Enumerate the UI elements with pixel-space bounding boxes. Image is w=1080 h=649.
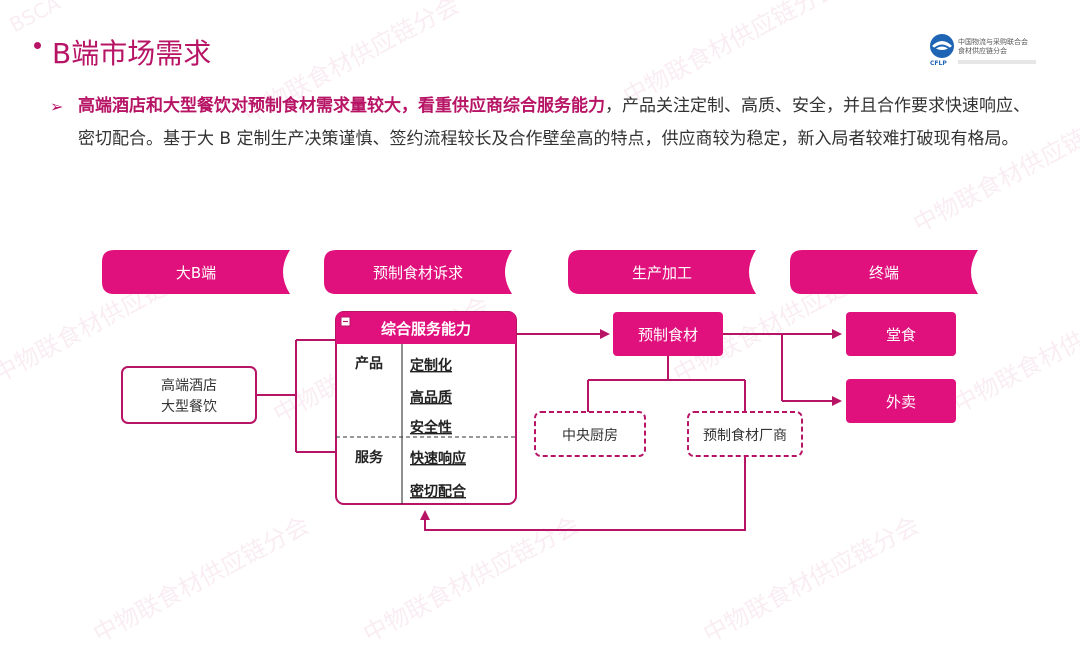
organization-logo — [928, 32, 956, 70]
svg-text:密切配合: 密切配合 — [409, 483, 467, 500]
customer-connector — [256, 339, 336, 453]
svg-text:终端: 终端 — [869, 264, 899, 282]
customer-box: 高端酒店 大型餐饮 — [121, 366, 257, 424]
svg-text:高端酒店: 高端酒店 — [161, 377, 217, 394]
description-paragraph: ➢ 高端酒店和大型餐饮对预制食材需求量较大，看重供应商综合服务能力，产品关注定制… — [50, 90, 1038, 156]
production-main-box: 预制食材 — [613, 312, 723, 356]
paragraph-highlight: 高端酒店和大型餐饮对预制食材需求量较大，看重供应商综合服务能力 — [78, 96, 605, 116]
terminal-takeout: 外卖 — [846, 379, 956, 423]
globe-icon — [930, 34, 954, 58]
svg-text:快速响应: 快速响应 — [410, 450, 466, 467]
logo-text: 中国物流与采购联合会 食材供应链分会 — [958, 38, 1028, 55]
svg-text:综合服务能力: 综合服务能力 — [381, 320, 471, 338]
header-tag-demand: 预制食材诉求 — [324, 250, 512, 294]
svg-text:大B端: 大B端 — [176, 264, 216, 282]
title-bullet — [34, 42, 41, 49]
central-kitchen-box: 中央厨房 — [534, 411, 646, 457]
header-tag-production: 生产加工 — [568, 250, 756, 294]
flow-diagram: 大B端 预制食材诉求 生产加工 终端 高端酒店 大型餐饮 综合服务能力 产品 服… — [102, 250, 978, 531]
slide-title: B端市场需求 — [52, 37, 212, 70]
svg-text:服务: 服务 — [355, 449, 384, 466]
svg-text:外卖: 外卖 — [886, 393, 916, 411]
svg-text:产品: 产品 — [355, 355, 383, 372]
svg-text:大型餐饮: 大型餐饮 — [161, 399, 217, 415]
svg-text:安全性: 安全性 — [410, 419, 452, 436]
service-capability-box: 综合服务能力 产品 服务 定制化 高品质 安全性 快速响应 密切配合 — [335, 311, 517, 505]
logo-underline — [958, 60, 1036, 64]
terminal-dine-in: 堂食 — [846, 312, 956, 356]
svg-text:定制化: 定制化 — [410, 357, 452, 374]
bullet-arrow-icon: ➢ — [50, 97, 64, 116]
terminal-connector — [723, 329, 842, 406]
header-tag-terminal: 终端 — [790, 250, 978, 294]
svg-text:堂食: 堂食 — [886, 326, 916, 344]
svg-text:预制食材: 预制食材 — [638, 326, 698, 344]
svg-text:预制食材诉求: 预制食材诉求 — [373, 264, 463, 282]
svg-text:预制食材厂商: 预制食材厂商 — [703, 427, 787, 444]
manufacturer-box: 预制食材厂商 — [687, 411, 803, 457]
svg-text:生产加工: 生产加工 — [632, 264, 692, 282]
paragraph-rest: ，产品关注定制、高质、安全，并且合作要求快速响应、密切配合。基于大 B 定制生产… — [78, 96, 1030, 149]
header-tag-customer: 大B端 — [102, 250, 290, 294]
feedback-arrow — [420, 456, 746, 531]
svg-text:中央厨房: 中央厨房 — [562, 428, 618, 444]
logo-abbr: CFLP — [930, 60, 947, 67]
svg-text:高品质: 高品质 — [410, 389, 452, 406]
production-tree-lines — [587, 356, 746, 412]
